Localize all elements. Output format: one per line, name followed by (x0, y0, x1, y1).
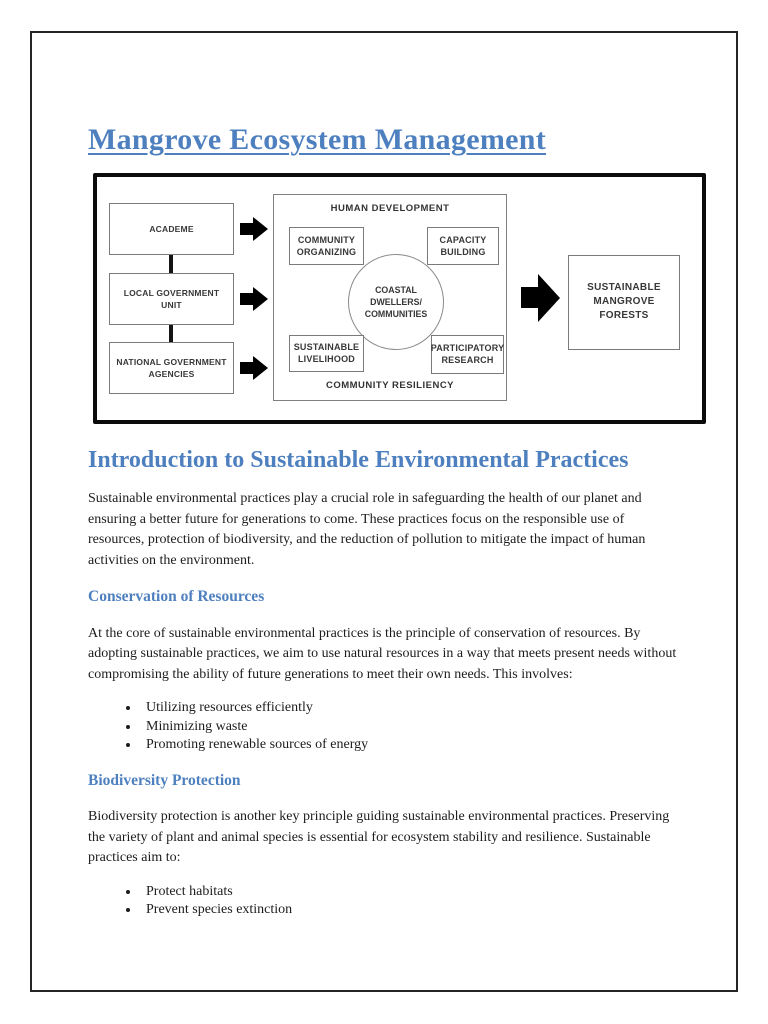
diagram-box-participatory-research: PARTICIPATORY RESEARCH (430, 334, 505, 374)
diagram-box-label: ACADEME (149, 223, 194, 234)
diagram-box-local-government-unit: LOCAL GOVERNMENT UNIT (109, 272, 234, 325)
diagram-box-label: RESEARCH (441, 355, 494, 365)
diagram-box-sustainable-livelihood: SUSTAINABLE LIVELIHOOD (289, 334, 364, 372)
right-arrow-large-icon (521, 273, 560, 322)
subheading-biodiversity-protection: Biodiversity Protection (88, 771, 241, 789)
diagram-box-community-organizing: COMMUNITY ORGANIZING (289, 226, 364, 265)
subheading-conservation-of-resources: Conservation of Resources (88, 588, 265, 606)
diagram-box-label: CAPACITY (439, 234, 487, 245)
list-item: Utilizing resources efficiently (140, 699, 680, 718)
right-arrow-icon (240, 286, 268, 311)
diagram-box-label: SUSTAINABLE (587, 282, 661, 293)
diagram-connector-line (169, 254, 173, 273)
diagram-box-label: BUILDING (440, 246, 486, 257)
hub-bottom-label: COMMUNITY RESILIENCY (325, 379, 455, 391)
diagram-box-label: NATIONAL GOVERNMENT (116, 356, 227, 367)
biodiversity-bullet-list: Protect habitats Prevent species extinct… (88, 883, 680, 920)
intro-paragraph: Sustainable environmental practices play… (88, 491, 646, 568)
hub-top-label: HUMAN DEVELOPMENT (330, 202, 450, 214)
diagram-box-label: ORGANIZING (296, 246, 357, 257)
diagram-hub-box: HUMAN DEVELOPMENT COMMUNITY ORGANIZING C… (273, 193, 507, 401)
diagram-box-label: UNIT (161, 299, 182, 310)
document-page: Mangrove Ecosystem Management ACADEME LO… (30, 31, 738, 992)
stakeholder-flow-diagram: ACADEME LOCAL GOVERNMENT UNIT NATIONAL G… (93, 172, 706, 424)
right-arrow-icon (240, 355, 268, 380)
diagram-box-academe: ACADEME (109, 202, 234, 255)
section-heading-introduction: Introduction to Sustainable Environmenta… (88, 446, 629, 473)
diagram-box-label: AGENCIES (148, 368, 195, 379)
diagram-circle-label: COMMUNITIES (364, 308, 428, 319)
document-title: Mangrove Ecosystem Management (88, 123, 547, 156)
diagram-box-label: LOCAL GOVERNMENT (123, 287, 220, 298)
diagram-box-sustainable-mangrove-forests: SUSTAINABLE MANGROVE FORESTS (568, 254, 680, 350)
diagram-circle-coastal-dwellers: COASTAL DWELLERS/ COMMUNITIES (348, 253, 444, 350)
diagram-box-label: MANGROVE FORESTS (593, 296, 655, 321)
diagram-connector-line (169, 324, 173, 342)
list-item: Promoting renewable sources of energy (140, 736, 680, 755)
diagram-box-national-government-agencies: NATIONAL GOVERNMENT AGENCIES (109, 341, 234, 394)
diagram-box-label: COMMUNITY (297, 234, 356, 245)
diagram-box-label: SUSTAINABLE (293, 342, 360, 352)
diagram-box-capacity-building: CAPACITY BUILDING (427, 226, 499, 265)
list-item: Protect habitats (140, 883, 680, 902)
list-item: Prevent species extinction (140, 901, 680, 920)
diagram-box-label: PARTICIPATORY (430, 343, 505, 353)
right-arrow-icon (240, 216, 268, 241)
diagram-circle-label: COASTAL DWELLERS/ (370, 284, 422, 307)
conservation-paragraph: At the core of sustainable environmental… (88, 625, 677, 682)
conservation-bullet-list: Utilizing resources efficiently Minimizi… (88, 699, 680, 755)
biodiversity-paragraph: Biodiversity protection is another key p… (88, 809, 670, 866)
list-item: Minimizing waste (140, 718, 680, 737)
diagram-box-label: LIVELIHOOD (297, 354, 355, 364)
